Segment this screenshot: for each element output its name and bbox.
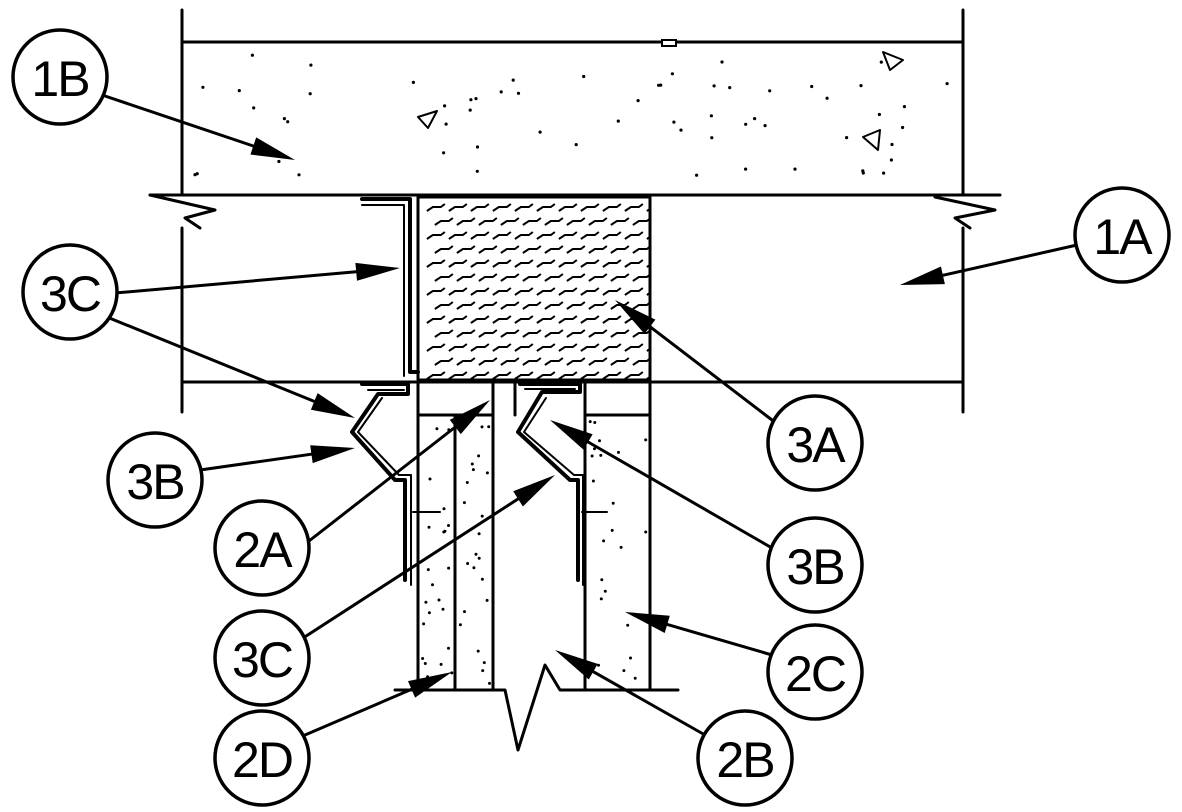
callout-3B-right: 3B [766,516,864,614]
leader-arrowhead [615,300,656,334]
callout-3B-left: 3B [106,431,204,529]
break-line [393,663,680,752]
callout-2B: 2B [696,709,794,807]
leader-arrowhead [250,137,295,160]
filler-hatching [426,203,650,380]
leader-arrowhead [625,612,670,633]
aggregate-triangle [417,110,438,129]
top-slab [148,8,1002,197]
callout-3B-left-label: 3B [126,454,183,510]
leader-line [591,670,707,737]
callout-3C-bottom-label: 3C [232,632,293,688]
leader-arrowhead [449,400,490,435]
leader-line [100,93,255,148]
joint-filler [416,195,652,382]
leader-arrowhead [310,445,355,464]
aggregate-triangle [862,129,881,151]
callout-2C: 2C [766,623,864,721]
callout-3C-bottom: 3C [213,609,311,707]
callout-2C-label: 2C [785,646,846,702]
leader-line [298,497,520,642]
leader-line [198,452,313,472]
callout-1B: 1B [11,28,109,126]
leader-line [586,440,774,550]
slab-aggregate-dots [193,53,949,177]
leader-arrowhead [310,393,355,418]
leader-line [113,270,358,295]
leader-arrowhead [355,262,400,281]
callout-2A-label: 2A [233,522,293,578]
callout-2B-label: 2B [716,732,773,788]
callout-3B-right-label: 3B [786,539,843,595]
callout-2A: 2A [213,499,311,597]
leader-line [296,687,414,740]
callout-1A: 1A [1073,186,1171,284]
leader-arrowhead [900,266,945,285]
callout-3C-top: 3C [21,243,119,341]
leader-line [941,243,1079,277]
callout-3A: 3A [766,394,864,492]
leader-line [648,325,774,422]
callout-3A-label: 3A [786,417,846,473]
leader-arrowhead [550,420,593,450]
panel-aggregate-dots [421,420,648,685]
leader-line [100,313,316,403]
leader-lines [100,93,1079,740]
flashing-profile [350,197,608,586]
callout-2D-label: 2D [232,732,292,788]
aggregate-triangle [882,51,904,71]
callout-3C-top-label: 3C [40,266,101,322]
leader-line [298,425,457,550]
leader-arrowhead [555,650,598,680]
leader-line [665,622,774,657]
callout-1B-label: 1B [31,51,88,107]
leader-arrowhead [513,475,555,507]
leader-arrowhead [408,672,452,698]
callout-2D: 2D [213,709,311,807]
lower-wall-panels [393,380,680,752]
callout-1A-label: 1A [1093,209,1153,265]
